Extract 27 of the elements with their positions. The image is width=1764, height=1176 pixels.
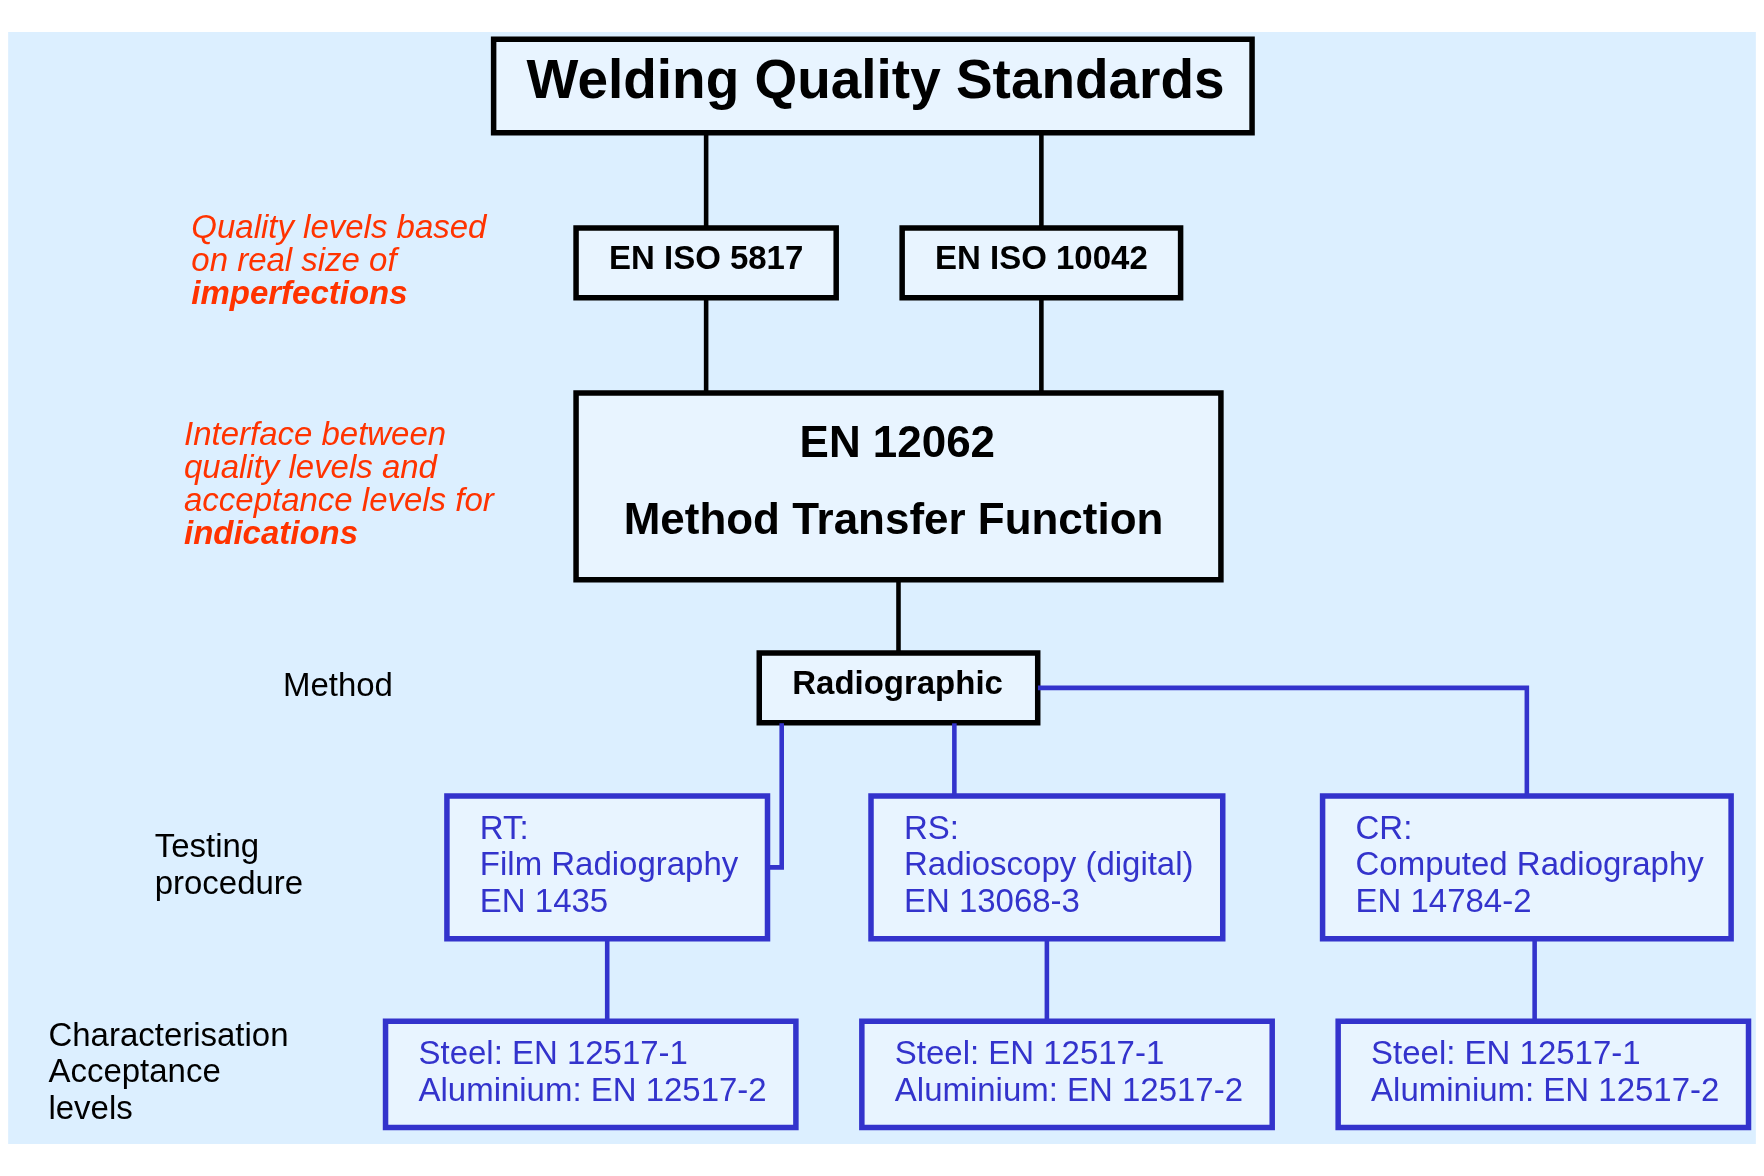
node-box: RS: Radioscopy (digital) EN 13068-3 (868, 793, 1226, 942)
node-box: EN ISO 10042 (899, 225, 1184, 301)
connector (703, 132, 709, 228)
node-box: Radiographic (756, 650, 1041, 726)
connector (1037, 685, 1530, 796)
connector (896, 580, 901, 653)
connector (952, 723, 957, 796)
node-box: Welding Quality Standards (490, 36, 1255, 136)
label: Interface between quality levels and acceptance levels for indications (184, 414, 494, 551)
connector (768, 723, 784, 870)
label: Method (282, 665, 393, 703)
node-box: Steel: EN 12517-1 Aluminium: EN 12517-2 (859, 1018, 1275, 1131)
label: Characterisation Acceptance levels (48, 1015, 289, 1127)
connector (1044, 939, 1050, 1021)
connector (1039, 297, 1044, 393)
connector (604, 939, 610, 1021)
node-box: RT: Film Radiography EN 1435 (444, 793, 771, 942)
connector (1039, 132, 1044, 228)
label: Quality levels based on real size of imperfections (191, 207, 487, 311)
connector (703, 297, 709, 393)
label: Testing procedure (154, 827, 304, 901)
connector (1532, 939, 1537, 1021)
node-box: CR: Computed Radiography EN 14784-2 (1319, 793, 1734, 942)
node-box: EN 12062 Method Transfer Function (573, 390, 1224, 583)
node-box: Steel: EN 12517-1 Aluminium: EN 12517-2 (382, 1018, 799, 1131)
node-box: Steel: EN 12517-1 Aluminium: EN 12517-2 (1335, 1018, 1752, 1131)
node-box: EN ISO 5817 (573, 225, 839, 301)
